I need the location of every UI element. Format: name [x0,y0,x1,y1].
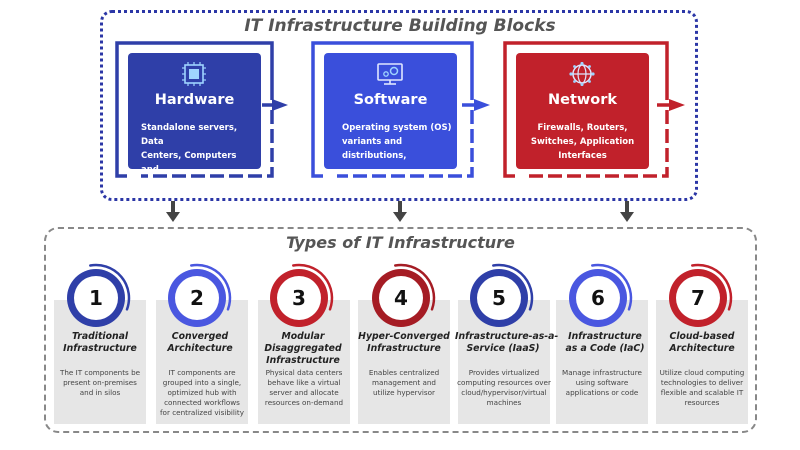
hardware-title: Hardware [154,92,235,108]
badge-swoosh [394,263,436,311]
hardware-description: Standalone servers, Data Centers, Comput… [141,123,238,189]
monitor-gear-icon [377,63,403,85]
hardware-frame [115,41,274,178]
types-frame [44,227,757,433]
badge-swoosh [292,263,334,311]
network-frame [503,41,669,178]
network-description: Firewalls, Routers, Switches, Applicatio… [530,123,635,161]
badge-center [676,276,720,320]
badge-swoosh [591,263,633,311]
badge-center [379,276,423,320]
software-description: Operating system (OS) variants and distr… [342,123,452,161]
network-arrow-icon [669,99,685,111]
type-number-badge: 3 [292,286,306,310]
badge-swoosh [89,263,131,311]
chip-icon [182,62,206,86]
type-number-badge: 5 [492,286,506,310]
hardware-card: Hardware Standalone servers, Data Center… [128,53,261,189]
type-number-badge: 4 [394,286,408,310]
network-globe-icon [569,62,595,86]
badge-center [175,276,219,320]
type-number-badge: 6 [591,286,605,310]
building-blocks-title: IT Infrastructure Building Blocks [244,16,556,36]
types-title: Types of IT Infrastructure [286,233,515,252]
type-number-badge: 2 [190,286,204,310]
building-blocks-frame [100,10,698,201]
badge-center [277,276,321,320]
badge-swoosh [691,263,733,311]
badge-center [576,276,620,320]
badge-center [477,276,521,320]
type-number-badge: 1 [89,286,103,310]
software-card: Software Operating system (OS) variants … [324,53,457,169]
badge-swoosh [190,263,232,311]
type-number-badge: 7 [691,286,705,310]
badge-swoosh [492,263,534,311]
network-title: Network [547,92,618,108]
hardware-arrow-icon [272,99,288,111]
type-title: Infrastructure-as-a-Service (IaaS) [455,331,559,354]
software-frame [311,41,474,178]
down-arrows [166,201,634,222]
badge-center [74,276,118,320]
software-title: Software [353,92,428,108]
network-card: Network Firewalls, Routers, Switches, Ap… [516,53,649,169]
software-arrow-icon [474,99,490,111]
